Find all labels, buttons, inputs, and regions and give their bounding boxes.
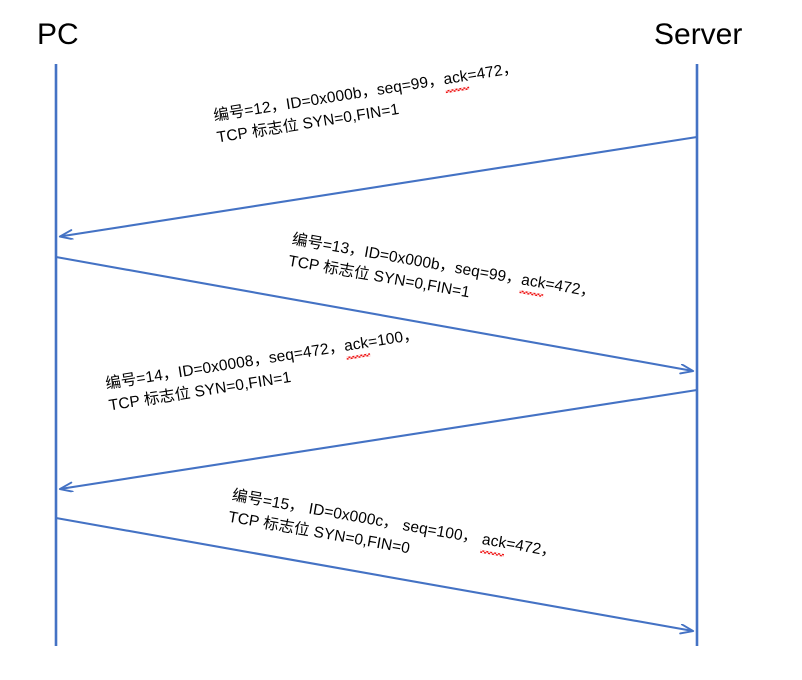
message-label-1: 编号=12，ID=0x000b，seq=99，ack=472， TCP 标志位 … [212, 58, 523, 150]
message-4-ack-token: ack [480, 529, 508, 555]
message-label-2: 编号=13，ID=0x000b，seq=99，ack=472， TCP 标志位 … [286, 229, 597, 326]
actor-label-pc: PC [37, 18, 79, 51]
message-3-ack-token: ack [343, 332, 371, 358]
actor-label-server: Server [654, 18, 743, 51]
message-3-line1-post: =100， [366, 326, 420, 352]
message-1-ack-token: ack [442, 66, 470, 92]
message-arrow-1 [60, 135, 698, 237]
message-label-3: 编号=14，ID=0x0008，seq=472，ack=100， TCP 标志位… [104, 324, 424, 417]
message-1-line1-post: =472， [466, 59, 520, 85]
message-2-ack-token: ack [519, 269, 547, 295]
message-label-4: 编号=15， ID=0x000c， seq=100， ack=472， TCP … [226, 485, 558, 585]
